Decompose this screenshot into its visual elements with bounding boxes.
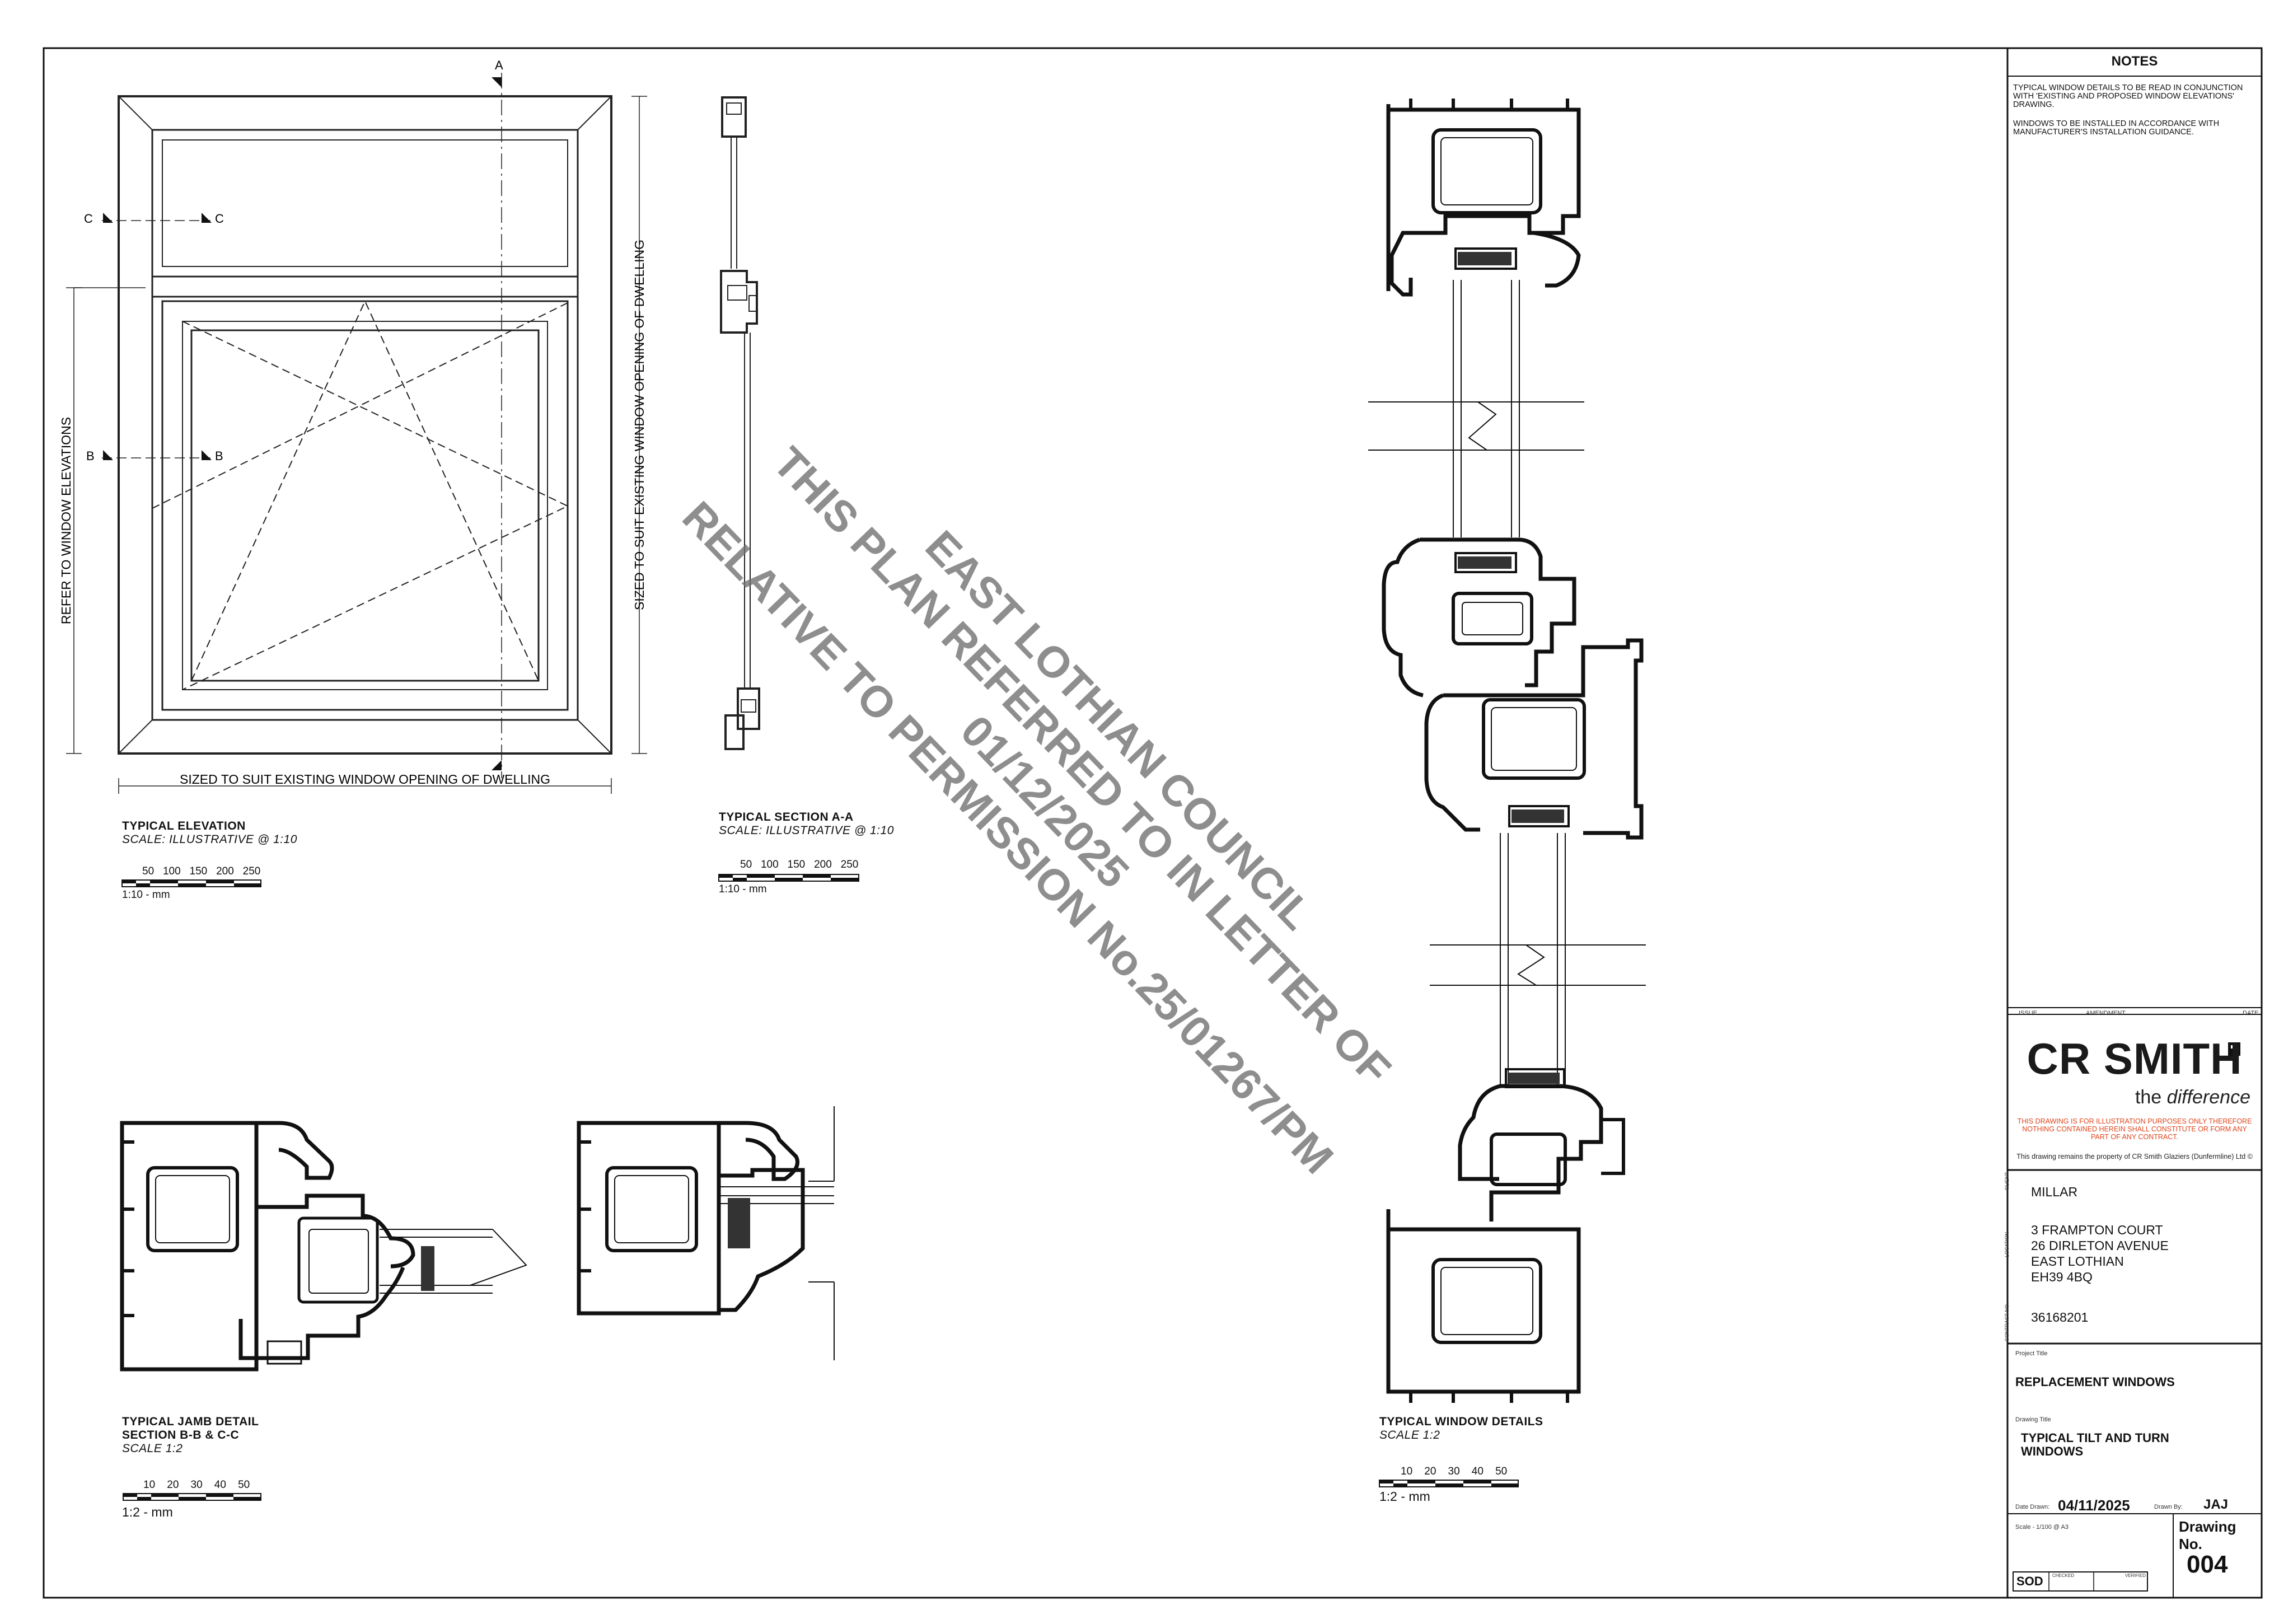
window-details-label: TYPICAL WINDOW DETAILS SCALE 1:2 — [1379, 1415, 1543, 1442]
drawn-by: JAJ — [2203, 1497, 2229, 1512]
location-line-4: EH39 4BQ — [2031, 1270, 2093, 1284]
drawing-title-label: Drawing Title — [2015, 1416, 2051, 1423]
date-drawn-label: Date Drawn: — [2015, 1504, 2050, 1510]
sheet-border — [43, 47, 2263, 1599]
section-aa-title: TYPICAL SECTION A-A — [719, 811, 854, 823]
project-title: REPLACEMENT WINDOWS — [2015, 1375, 2175, 1389]
location-line-3: EAST LOTHIAN — [2031, 1254, 2124, 1269]
elevation-bar-unit: 1:10 - mm — [122, 889, 170, 901]
elevation-label: TYPICAL ELEVATION SCALE: ILLUSTRATIVE @ … — [122, 820, 297, 846]
contract-number: 36168201 — [2031, 1310, 2089, 1325]
note-2: WINDOWS TO BE INSTALLED IN ACCORDANCE WI… — [2013, 119, 2220, 137]
rev-date-header: DATE — [2243, 1010, 2259, 1017]
contract-label: CONTRACT NO. — [2004, 1303, 2010, 1341]
title-block-lines — [2007, 76, 2262, 1598]
rev-issue-header: ISSUE — [2019, 1010, 2038, 1017]
jamb-bar-unit: 1:2 - mm — [122, 1505, 173, 1519]
notes-heading: NOTES — [2111, 54, 2158, 69]
scale-bar-window — [1379, 1480, 1519, 1487]
marker-c-right: C — [215, 212, 224, 226]
window-details-title: TYPICAL WINDOW DETAILS — [1379, 1415, 1543, 1428]
marker-a-top: A — [495, 58, 503, 72]
note-1: TYPICAL WINDOW DETAILS TO BE READ IN CON… — [2013, 83, 2243, 109]
drawing-title-2: WINDOWS — [2021, 1444, 2084, 1458]
jamb-scale: SCALE 1:2 — [122, 1442, 183, 1455]
location-label: LOCATION — [2004, 1232, 2010, 1257]
brand-tagline: the difference — [2135, 1087, 2250, 1108]
drawn-by-label: Drawn By: — [2154, 1504, 2183, 1510]
window-details-drawing — [1368, 99, 1646, 1403]
dim-bottom-label: SIZED TO SUIT EXISTING WINDOW OPENING OF… — [180, 772, 550, 787]
dim-left-label: REFER TO WINDOW ELEVATIONS — [59, 417, 73, 624]
jamb-detail-outer — [120, 1121, 527, 1372]
elevation-title: TYPICAL ELEVATION — [122, 820, 246, 832]
drawing-number: 004 — [2187, 1551, 2228, 1578]
marker-b-right: B — [215, 449, 223, 463]
elevation-dimensions — [66, 96, 647, 794]
drawing-title-1: TYPICAL TILT AND TURN — [2021, 1431, 2169, 1445]
elevation-bar-ticks: 50 100 150 200 250 — [142, 865, 261, 877]
gasket-fills — [1458, 252, 1564, 1084]
client-label: CLIENT — [2004, 1172, 2010, 1190]
property-notice: This drawing remains the property of CR … — [2016, 1153, 2253, 1160]
project-title-label: Project Title — [2015, 1350, 2048, 1357]
section-aa-drawing — [720, 96, 760, 750]
location-line-2: 26 DIRLETON AVENUE — [2031, 1238, 2169, 1253]
verified-label: VERIFIED — [2125, 1573, 2146, 1578]
drawing-no-label: Drawing No. — [2179, 1518, 2236, 1552]
jamb-bar-ticks: 10 20 30 40 50 — [143, 1479, 250, 1491]
window-details-scale: SCALE 1:2 — [1379, 1429, 1440, 1442]
section-aa-bar-unit: 1:10 - mm — [719, 883, 767, 895]
scale-bar-jamb — [123, 1493, 261, 1501]
scale-text: Scale - 1/100 @ A3 — [2015, 1524, 2069, 1531]
title-block: NOTES TYPICAL WINDOW DETAILS TO BE READ … — [2004, 48, 2262, 1598]
date-drawn: 04/11/2025 — [2058, 1497, 2130, 1514]
section-markers — [103, 77, 502, 770]
section-aa-label: TYPICAL SECTION A-A SCALE: ILLUSTRATIVE … — [719, 811, 894, 837]
typical-elevation-drawing — [102, 73, 612, 778]
jamb-label: TYPICAL JAMB DETAIL SECTION B-B & C-C SC… — [122, 1415, 259, 1455]
scale-bar-section — [718, 874, 859, 882]
jamb-title-1: TYPICAL JAMB DETAIL — [122, 1415, 259, 1428]
window-bar-ticks: 10 20 30 40 50 — [1401, 1466, 1508, 1477]
dim-right-label: SIZED TO SUIT EXISTING WINDOW OPENING OF… — [632, 240, 647, 610]
logo-window-mark — [2228, 1042, 2240, 1056]
marker-c-left: C — [84, 212, 93, 226]
rev-amendment-header: AMENDMENT — [2086, 1010, 2126, 1017]
section-aa-bar-ticks: 50 100 150 200 250 — [740, 859, 859, 870]
scale-bar-elevation — [121, 879, 261, 887]
window-bar-unit: 1:2 - mm — [1379, 1489, 1430, 1504]
jamb-gasket-inner — [728, 1198, 750, 1248]
elevation-scale: SCALE: ILLUSTRATIVE @ 1:10 — [122, 833, 297, 846]
jamb-detail-inner — [577, 1106, 835, 1360]
cr-smith-logo: CR SMITH — [2027, 1034, 2243, 1083]
section-aa-scale: SCALE: ILLUSTRATIVE @ 1:10 — [719, 824, 894, 837]
marker-b-left: B — [86, 449, 95, 463]
disclaimer: THIS DRAWING IS FOR ILLUSTRATION PURPOSE… — [2017, 1117, 2252, 1141]
surveyor-code: SOD — [2016, 1574, 2043, 1588]
jamb-title-2: SECTION B-B & C-C — [122, 1429, 240, 1442]
jamb-gasket-outer — [421, 1246, 434, 1291]
checked-label: CHECKED — [2052, 1573, 2075, 1578]
location-line-1: 3 FRAMPTON COURT — [2031, 1223, 2163, 1237]
client-name: MILLAR — [2031, 1185, 2078, 1199]
